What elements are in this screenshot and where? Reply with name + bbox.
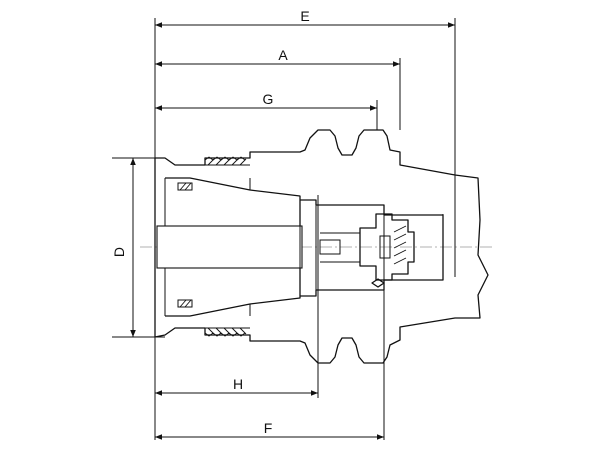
retaining-clip: [371, 278, 385, 288]
nut-thread-top: [204, 156, 250, 166]
dimension-label-H: H: [233, 376, 243, 392]
dimension-label-F: F: [264, 420, 273, 436]
collet-ring-top: [177, 182, 193, 191]
dimension-label-G: G: [263, 91, 274, 107]
dimension-H: H: [155, 376, 318, 396]
dimension-A: A: [155, 47, 400, 67]
dimension-F: F: [155, 420, 384, 440]
inner-body: [300, 199, 444, 297]
pull-stud: [359, 213, 415, 281]
dimension-E: E: [155, 8, 455, 28]
collet-ring-bottom: [177, 299, 193, 308]
dimension-label-A: A: [278, 47, 288, 63]
dimension-label-E: E: [300, 8, 309, 24]
dimension-D: D: [111, 158, 136, 337]
dimension-label-D: D: [111, 247, 127, 257]
holder-body-outline: [154, 129, 489, 364]
nut-thread-bottom: [204, 327, 250, 337]
tool-bore: [156, 225, 303, 269]
coolant-tube: [319, 239, 341, 255]
dimension-G: G: [155, 91, 377, 111]
